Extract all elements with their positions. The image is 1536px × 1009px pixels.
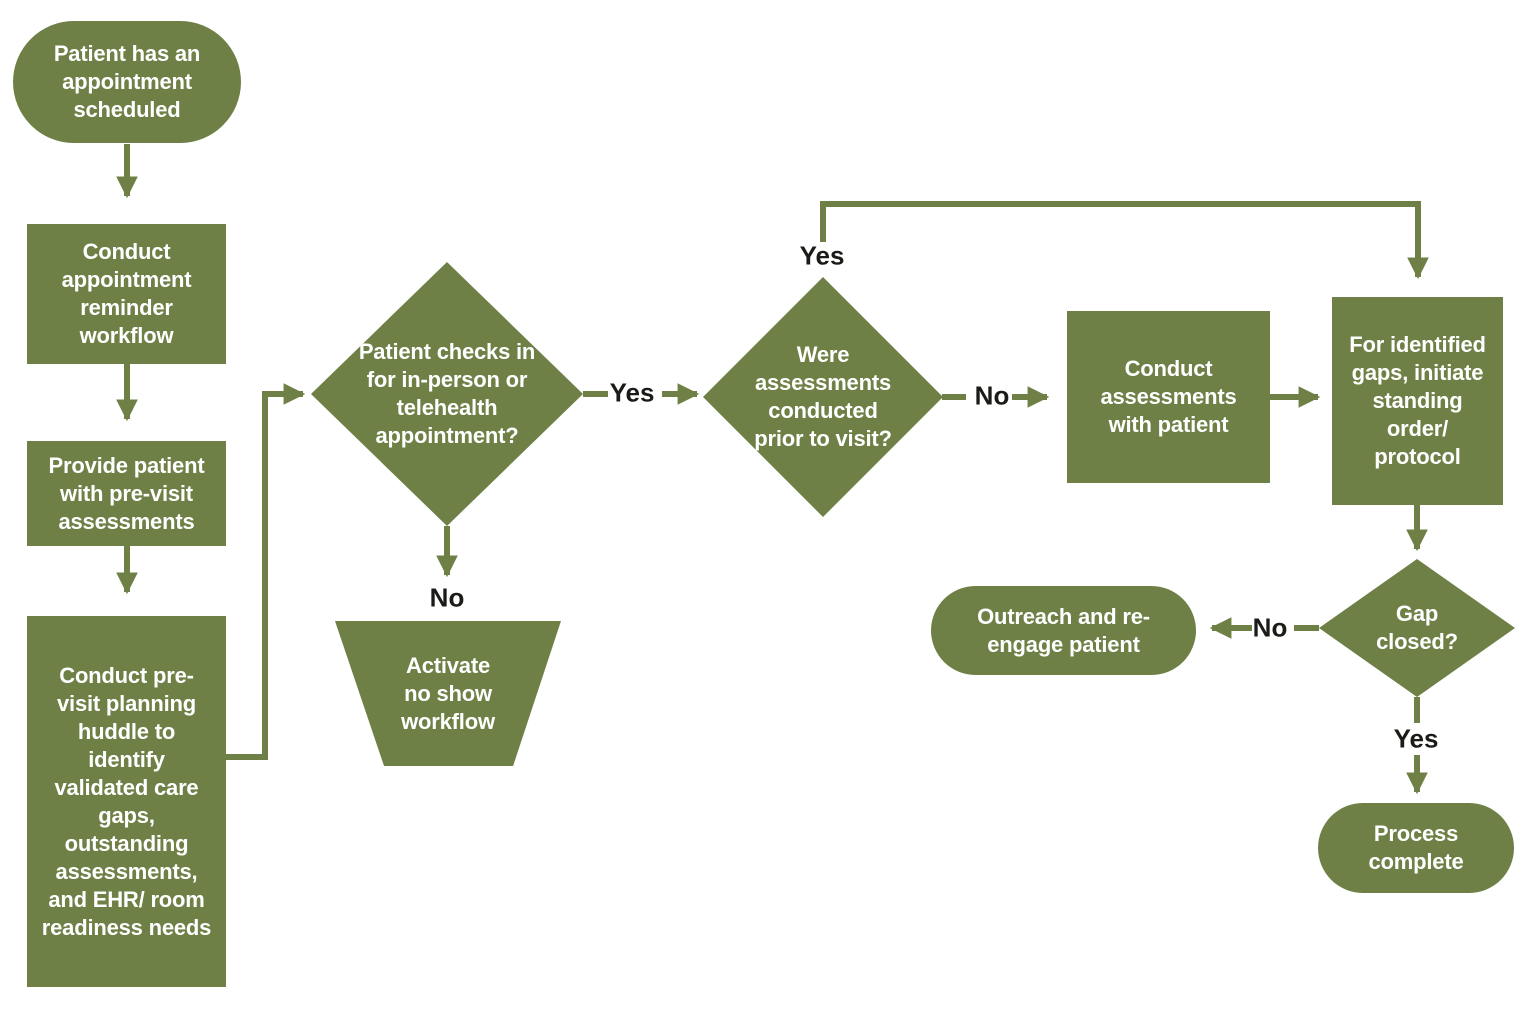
- edge-label-prior-yes: Yes: [799, 240, 845, 271]
- edge-label-checkin-no: No: [429, 582, 465, 613]
- edge-label-checkin-yes: Yes: [609, 377, 655, 408]
- edge-label-prior-no: No: [974, 380, 1010, 411]
- node-previsit-huddle-label: Conduct pre-visit planning huddle to ide…: [41, 662, 212, 940]
- node-gap-closed-decision-label: Gap closed?: [1376, 601, 1458, 654]
- node-noshow-workflow: Activate no show workflow: [335, 621, 561, 766]
- node-start-label: Patient has an appointment scheduled: [53, 41, 201, 122]
- node-noshow-workflow-label: Activate no show workflow: [401, 652, 495, 734]
- node-reminder-workflow: Conduct appointment reminder workflow: [27, 224, 226, 364]
- node-standing-order: For identified gaps, initiate standing o…: [1332, 297, 1503, 505]
- node-checkin-decision-label: Patient checks in for in-person or teleh…: [358, 339, 536, 448]
- node-previsit-huddle: Conduct pre-visit planning huddle to ide…: [27, 616, 226, 987]
- node-standing-order-label: For identified gaps, initiate standing o…: [1349, 332, 1486, 469]
- node-conduct-assessments-label: Conduct assessments with patient: [1100, 356, 1237, 437]
- node-outreach: Outreach and re-engage patient: [931, 586, 1196, 675]
- node-process-complete-label: Process complete: [1368, 821, 1464, 874]
- edge-label-gap-no: No: [1252, 612, 1288, 643]
- node-reminder-workflow-label: Conduct appointment reminder workflow: [61, 239, 192, 348]
- node-start: Patient has an appointment scheduled: [13, 21, 241, 143]
- connector-huddle-to-checkin: [226, 383, 306, 760]
- node-process-complete: Process complete: [1318, 803, 1514, 893]
- node-prior-assessments-decision-label: Were assessments conducted prior to visi…: [754, 342, 892, 451]
- connector-prior-yes-loop: [820, 201, 1429, 280]
- node-conduct-assessments: Conduct assessments with patient: [1067, 311, 1270, 483]
- edge-label-gap-yes: Yes: [1393, 723, 1439, 754]
- node-previsit-assessments-label: Provide patient with pre-visit assessmen…: [48, 452, 205, 534]
- node-previsit-assessments: Provide patient with pre-visit assessmen…: [27, 441, 226, 546]
- node-outreach-label: Outreach and re-engage patient: [977, 603, 1150, 657]
